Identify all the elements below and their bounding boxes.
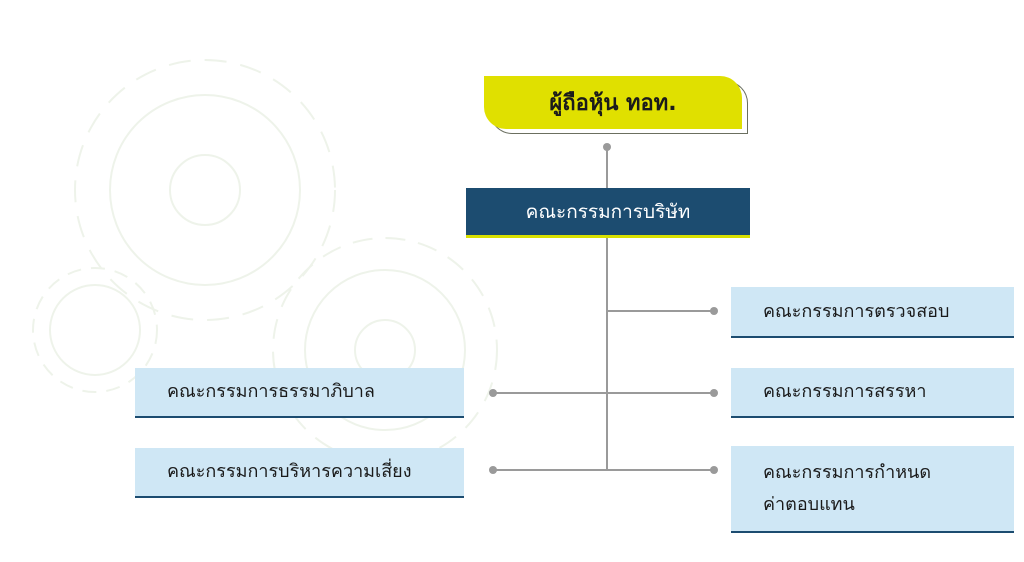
board-of-directors-box: คณะกรรมการบริษัท bbox=[466, 188, 750, 238]
audit-committee-box: คณะกรรมการตรวจสอบ bbox=[731, 287, 1014, 338]
audit-committee-label: คณะกรรมการตรวจสอบ bbox=[763, 300, 950, 322]
risk-committee-label: คณะกรรมการบริหารความเสี่ยง bbox=[167, 461, 412, 482]
compensation-committee-box: คณะกรรมการกำหนด ค่าตอบแทน bbox=[731, 446, 1014, 533]
risk-management-committee-box: คณะกรรมการบริหารความเสี่ยง bbox=[135, 448, 464, 498]
governance-committee-label: คณะกรรมการธรรมาภิบาล bbox=[167, 381, 375, 402]
shareholders-label: ผู้ถือหุ้น ทอท. bbox=[549, 91, 677, 116]
compensation-committee-label: คณะกรรมการกำหนด ค่าตอบแทน bbox=[763, 461, 932, 515]
nomination-committee-box: คณะกรรมการสรรหา bbox=[731, 368, 1014, 418]
shareholders-box: ผู้ถือหุ้น ทอท. bbox=[484, 76, 742, 129]
governance-committee-box: คณะกรรมการธรรมาภิบาล bbox=[135, 368, 464, 418]
board-label: คณะกรรมการบริษัท bbox=[525, 200, 691, 223]
nomination-committee-label: คณะกรรมการสรรหา bbox=[763, 381, 927, 402]
